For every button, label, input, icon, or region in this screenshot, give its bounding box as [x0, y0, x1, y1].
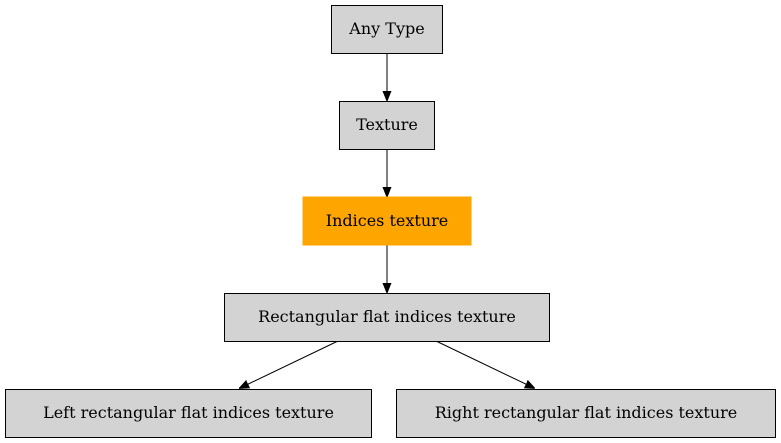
- edge-rect-flat-to-left: [240, 340, 339, 388]
- node-rect-flat-indices-texture[interactable]: Rectangular flat indices texture: [224, 293, 550, 342]
- node-label: Any Type: [348, 19, 424, 38]
- node-indices-texture[interactable]: Indices texture: [302, 196, 472, 246]
- node-label: Texture: [356, 115, 418, 134]
- edges: [240, 53, 534, 388]
- node-any-type[interactable]: Any Type: [331, 5, 443, 54]
- node-left-rect-flat-indices-texture[interactable]: Left rectangular flat indices texture: [5, 389, 372, 438]
- node-label: Left rectangular flat indices texture: [43, 403, 334, 422]
- edge-rect-flat-to-right: [435, 340, 534, 388]
- node-label: Right rectangular flat indices texture: [435, 403, 738, 422]
- node-label: Indices texture: [326, 211, 448, 230]
- node-texture[interactable]: Texture: [339, 101, 435, 150]
- node-right-rect-flat-indices-texture[interactable]: Right rectangular flat indices texture: [396, 389, 776, 438]
- node-label: Rectangular flat indices texture: [258, 307, 516, 326]
